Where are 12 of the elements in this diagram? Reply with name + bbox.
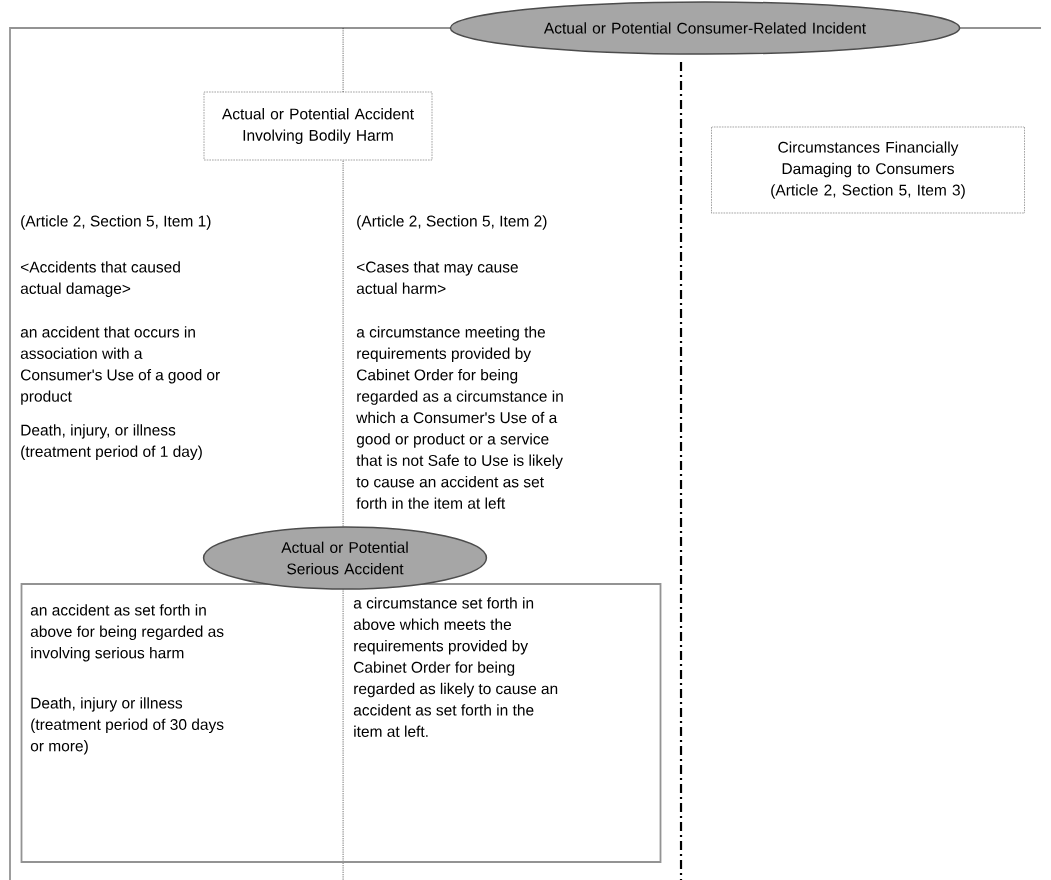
column-text: a circumstance meeting the requirements provided by Cabinet Order for being regarded as a circumstance in which a Consumer's Use of a good or product or a service that is not Safe to Use is likely to cause an accident as set forth in the item at left <box>356 326 563 509</box>
oval-node: Actual or Potential Consumer-Related Incident <box>449 1 961 55</box>
column-text: <Accidents that caused actual damage> <box>20 261 180 298</box>
column-text: an accident that occurs in association with a Consumer's Use of a good or product <box>20 326 220 405</box>
category-box: Actual or Potential Accident Involving Bodily Harm <box>203 91 433 161</box>
oval-node: Actual or Potential Serious Accident <box>202 526 488 590</box>
category-box: Circumstances Financially Damaging to Consumers (Article 2, Section 5, Item 3) <box>711 126 1025 214</box>
serious-accident-panel: an accident as set forth in above for being regarded as involving serious harm Death, injury or illness (treatment period of 30 days or more) a circumstance set forth in above which meets the requirements provided by Cabinet Order for being regarded as likely to cause an accident as set forth in the item at left. <box>20 583 662 863</box>
column-text: (Article 2, Section 5, Item 2) <box>357 215 547 230</box>
column-text: (Article 2, Section 5, Item 1) <box>21 215 211 230</box>
column-text: <Cases that may cause actual harm> <box>356 261 518 294</box>
column-text: Death, injury, or illness (treatment period of 1 day) <box>21 424 202 461</box>
